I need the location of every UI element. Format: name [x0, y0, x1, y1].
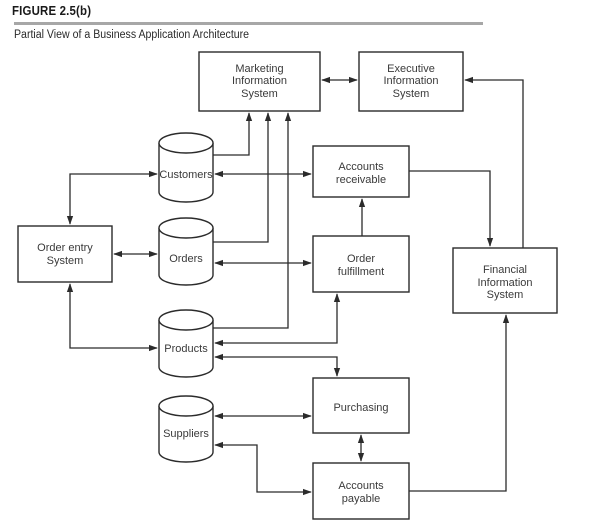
database-cylinder-icon-label: Orders — [169, 253, 203, 265]
connector-ar-financial — [409, 170, 494, 247]
system-label: Accounts — [338, 480, 384, 492]
system-label: Order entry — [37, 242, 93, 254]
system-label: Executive — [387, 63, 435, 75]
system-order-fulfillment[interactable]: Order fulfillment — [312, 235, 410, 293]
system-accounts-payable[interactable]: Accounts payable — [312, 462, 410, 520]
database-orders[interactable]: Orders — [158, 217, 214, 286]
system-label: Accounts — [338, 161, 384, 173]
system-label: Financial — [483, 264, 527, 276]
connector-ap-financial — [409, 314, 510, 492]
title-rule — [14, 22, 483, 25]
system-executive[interactable]: Executive Information System — [358, 51, 464, 112]
system-label: Order — [347, 253, 375, 265]
connector-customers-marketing — [213, 112, 253, 156]
system-label: payable — [342, 493, 381, 505]
system-order-entry[interactable]: Order entry System — [17, 225, 113, 283]
system-label: Information — [383, 75, 438, 87]
system-label: Marketing — [235, 63, 283, 75]
system-label: Information — [477, 277, 532, 289]
connector-products-of — [214, 293, 341, 347]
connector-orders-marketing — [213, 112, 272, 243]
system-label: System — [393, 88, 430, 100]
system-financial[interactable]: Financial Information System — [452, 247, 558, 314]
system-label: System — [47, 255, 84, 267]
connector-products-marketing — [213, 112, 292, 329]
connector-orderentry-customers — [66, 170, 158, 225]
system-label: System — [487, 289, 524, 301]
connector-products-purchasing — [214, 353, 341, 377]
figure-number: FIGURE 2.5(b) — [12, 3, 92, 18]
connector-suppliers-ap — [214, 441, 312, 496]
system-label: Information — [232, 75, 287, 87]
database-cylinder-icon-label: Customers — [159, 169, 213, 181]
system-accounts-receivable[interactable]: Accounts receivable — [312, 145, 410, 198]
database-products[interactable]: Products — [158, 309, 214, 378]
figure-caption: Partial View of a Business Application A… — [14, 29, 250, 41]
database-suppliers[interactable]: Suppliers — [158, 395, 214, 463]
database-customers[interactable]: Customers — [158, 132, 214, 203]
system-label: Purchasing — [333, 402, 388, 414]
system-purchasing[interactable]: Purchasing — [312, 377, 410, 434]
database-cylinder-icon-label: Suppliers — [163, 428, 209, 440]
connector-financial-executive — [464, 76, 524, 248]
system-label: receivable — [336, 174, 386, 186]
system-label: System — [241, 88, 278, 100]
database-cylinder-icon-label: Products — [164, 343, 208, 355]
system-label: fulfillment — [338, 266, 384, 278]
connectors — [66, 76, 524, 496]
system-marketing[interactable]: Marketing Information System — [198, 51, 321, 112]
connector-orderentry-products — [66, 283, 158, 352]
